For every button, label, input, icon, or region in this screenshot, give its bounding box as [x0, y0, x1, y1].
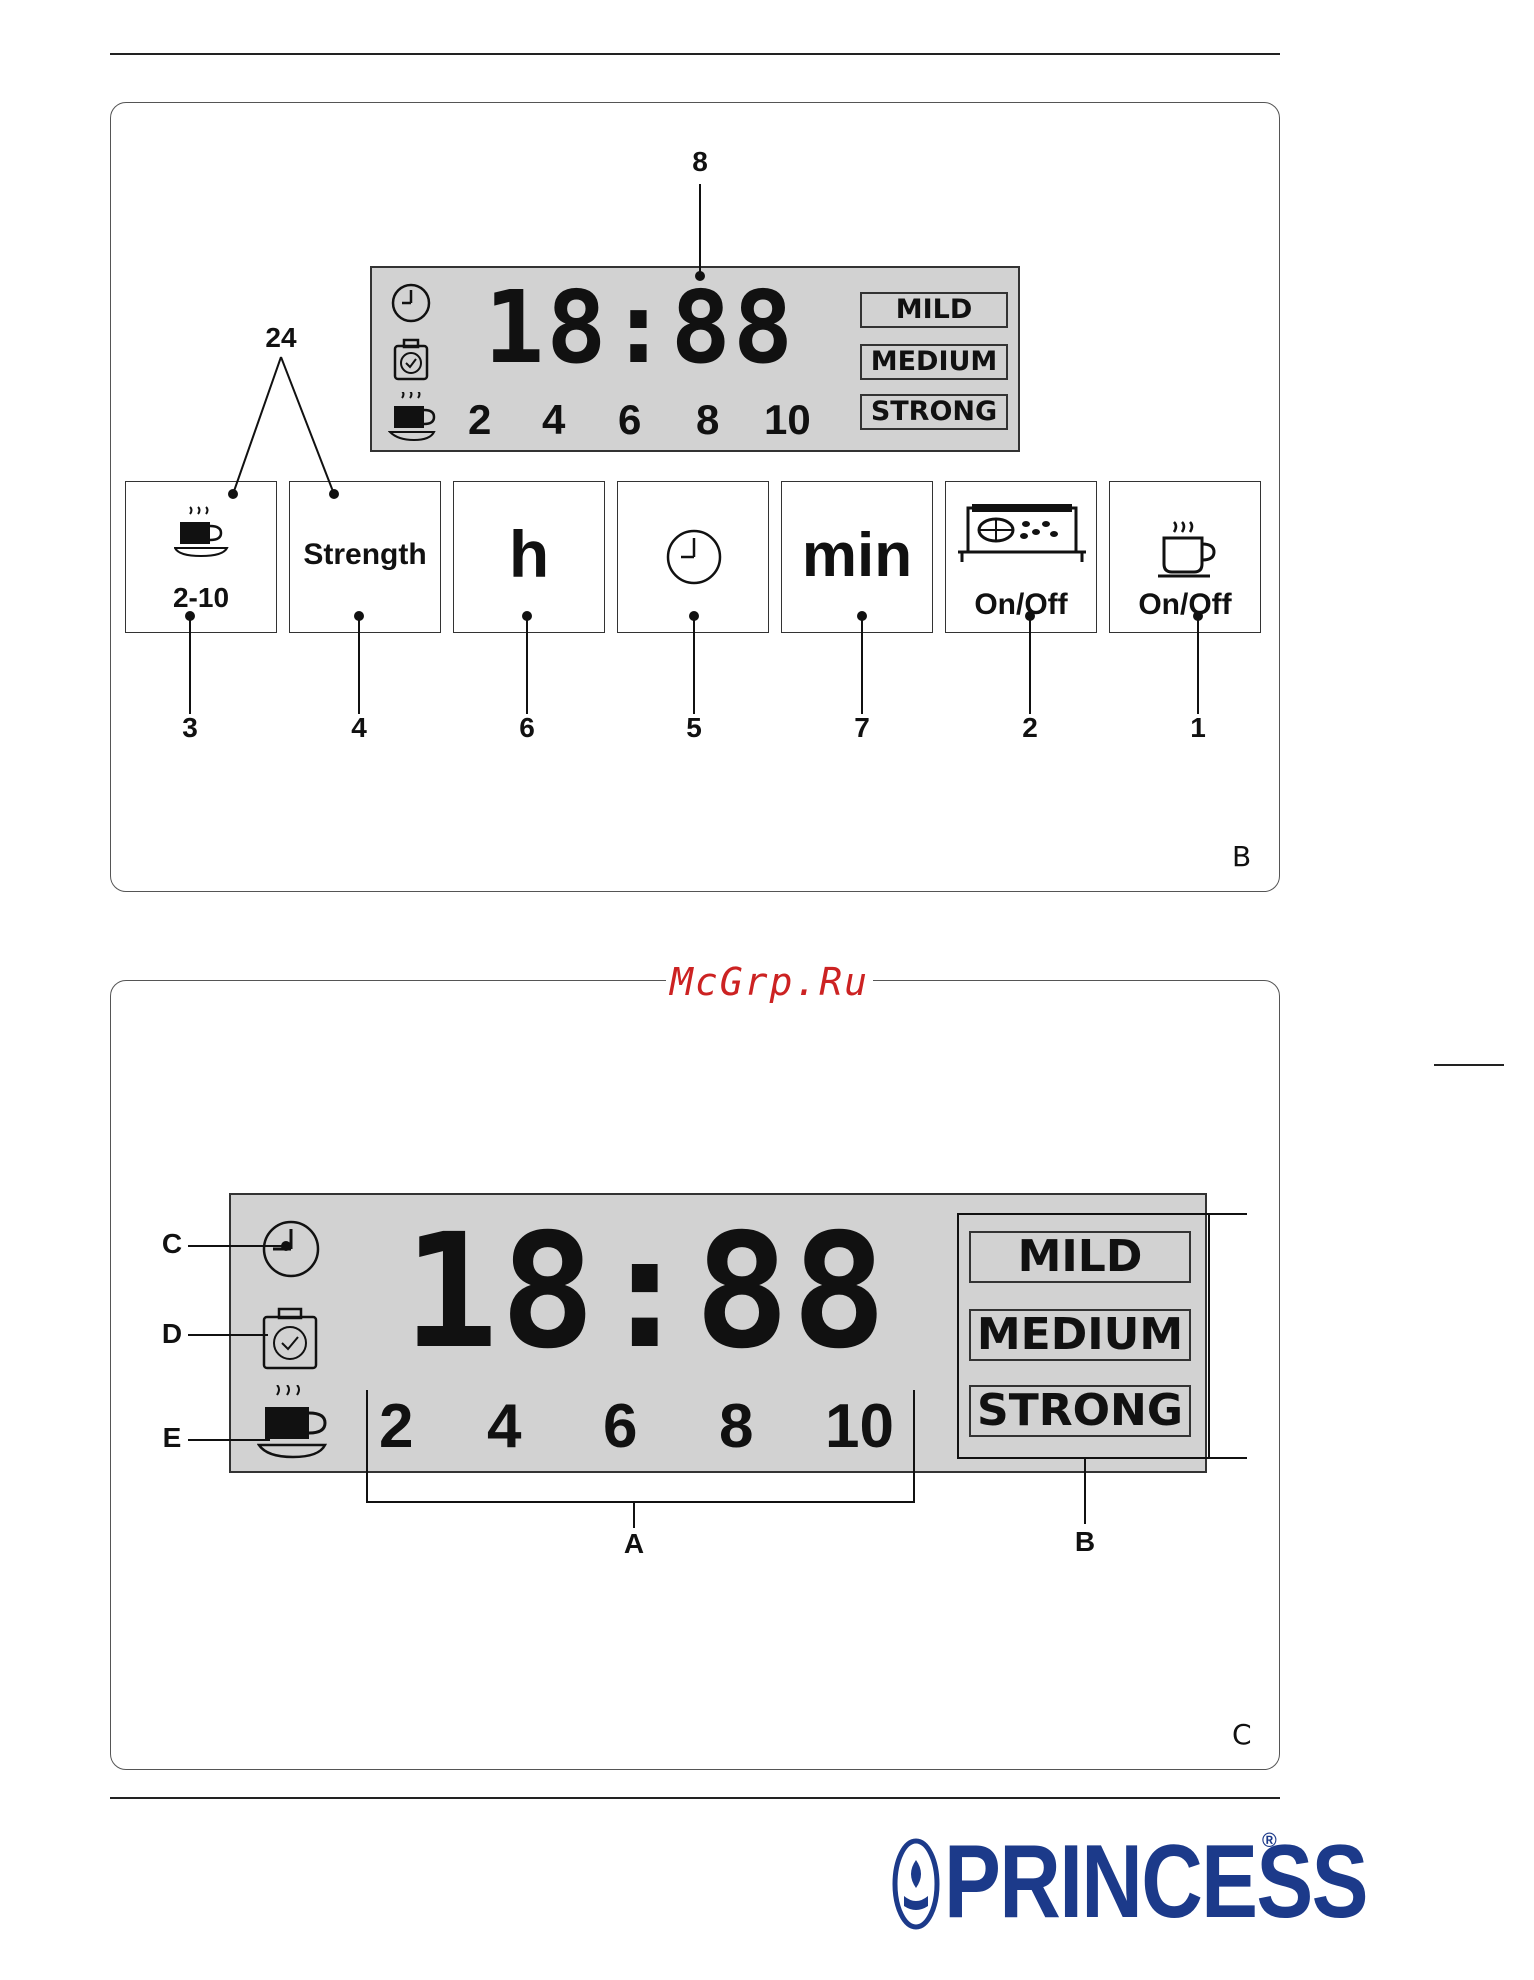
callout-hour-button: 6	[507, 712, 547, 744]
callout-cups-button: 3	[170, 712, 210, 744]
cups-button[interactable]: 2-10	[125, 481, 277, 633]
callout-cup-icon: E	[152, 1422, 192, 1454]
clock-icon	[665, 528, 723, 586]
panel-c-letter: C	[1232, 1718, 1252, 1751]
princess-crest-icon	[892, 1838, 940, 1930]
watermark: McGrp.Ru	[666, 960, 873, 1004]
registered-mark: ®	[1262, 1830, 1277, 1853]
timer-icon	[261, 1307, 319, 1371]
minute-button-label: min	[782, 520, 932, 591]
lcd-time-b: 18:88	[484, 278, 795, 378]
top-rule	[110, 53, 1280, 55]
brand-logo: PRINCESS	[944, 1822, 1367, 1942]
callout-clock-icon: C	[152, 1228, 192, 1260]
strength-strong: STRONG	[969, 1385, 1191, 1437]
cup-number: 2	[379, 1391, 413, 1462]
clock-button[interactable]	[617, 481, 769, 633]
grinder-icon	[954, 502, 1090, 564]
callout-power-button: 1	[1178, 712, 1218, 744]
strength-mild: MILD	[860, 292, 1008, 328]
cup-number: 10	[825, 1391, 894, 1462]
cup-number: 4	[542, 396, 565, 444]
coffee-cup-icon	[257, 1385, 337, 1461]
cup-number: 8	[696, 396, 719, 444]
cup-number: 8	[719, 1391, 753, 1462]
timer-icon	[392, 338, 430, 382]
power-button-label: On/Off	[1110, 588, 1260, 622]
callout-cup-numbers: A	[614, 1528, 654, 1560]
strength-medium: MEDIUM	[969, 1309, 1191, 1361]
callout-minute-button: 7	[842, 712, 882, 744]
strength-mild: MILD	[969, 1231, 1191, 1283]
grinder-button[interactable]: On/Off	[945, 481, 1097, 633]
callout-pair: 24	[261, 322, 301, 354]
panel-b-letter: B	[1232, 840, 1251, 873]
strength-button-label: Strength	[290, 538, 440, 572]
lcd-time-c: 18:88	[403, 1213, 889, 1371]
clock-icon	[261, 1219, 321, 1279]
callout-strength-group: B	[1065, 1526, 1105, 1558]
coffee-cup-icon	[174, 506, 234, 558]
cup-number: 6	[618, 396, 641, 444]
clock-icon	[390, 282, 432, 324]
coffee-cup-icon	[388, 392, 440, 442]
strength-medium: MEDIUM	[860, 344, 1008, 380]
strength-strong: STRONG	[860, 394, 1008, 430]
strength-button[interactable]: Strength	[289, 481, 441, 633]
grinder-button-label: On/Off	[946, 588, 1096, 622]
cup-number: 4	[487, 1391, 521, 1462]
bottom-rule	[110, 1797, 1280, 1799]
cup-number: 6	[603, 1391, 637, 1462]
lcd-display-b: 18:88 2 4 6 8 10 MILD MEDIUM STRONG	[370, 266, 1020, 452]
callout-clock-button: 5	[674, 712, 714, 744]
power-button[interactable]: On/Off	[1109, 481, 1261, 633]
side-tick	[1434, 1064, 1504, 1066]
cups-button-label: 2-10	[126, 582, 276, 614]
callout-grinder-button: 2	[1010, 712, 1050, 744]
hour-button-label: h	[454, 516, 604, 592]
cup-number: 10	[764, 396, 811, 444]
cup-number: 2	[468, 396, 491, 444]
mug-icon	[1156, 520, 1220, 582]
callout-strength-button: 4	[339, 712, 379, 744]
hour-button[interactable]: h	[453, 481, 605, 633]
lcd-display-c: 18:88 2 4 6 8 10 MILD MEDIUM STRONG	[229, 1193, 1207, 1473]
callout-timer-icon: D	[152, 1318, 192, 1350]
callout-display: 8	[680, 146, 720, 178]
minute-button[interactable]: min	[781, 481, 933, 633]
